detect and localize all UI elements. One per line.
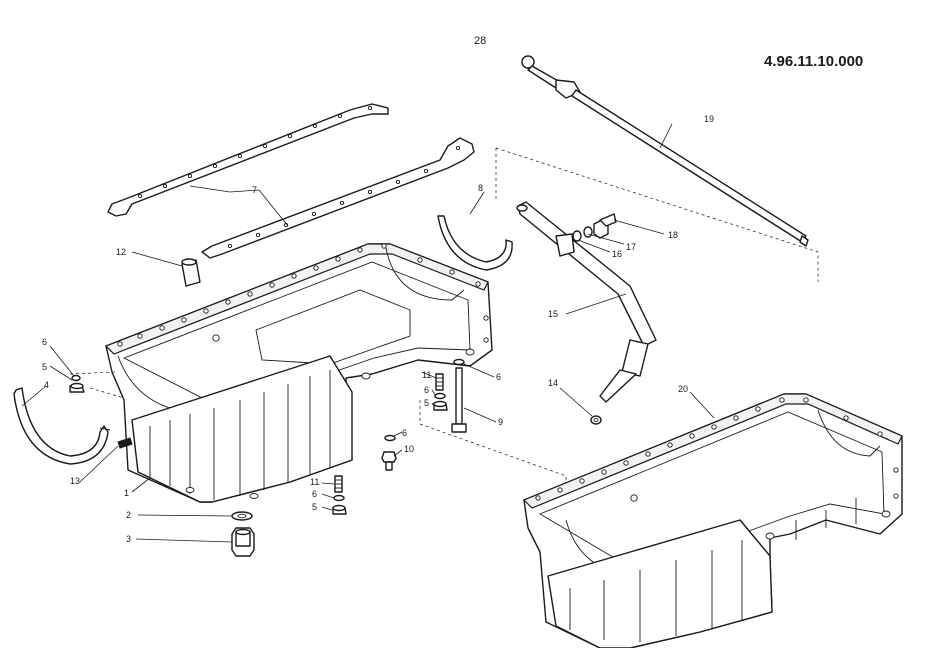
nut-left [69,382,85,393]
gasket-strip-lower [201,137,475,259]
callout-6-left: 6 [42,337,47,347]
seal-ring [590,415,602,425]
washer-lower [333,494,345,502]
callout-12: 12 [116,247,126,257]
washer-right [434,392,446,400]
callout-6-bolt-long: 6 [496,372,501,382]
gasket-strip-upper [107,103,389,217]
dipstick [521,55,809,247]
sleeve [181,258,201,287]
callout-9: 9 [498,417,503,427]
callouts: 1 2 3 4 5 6 7 8 9 10 11 12 13 14 15 16 1… [42,114,714,544]
callout-3: 3 [126,534,131,544]
washer-bolt-long [453,358,465,366]
callout-5-right: 5 [424,398,429,408]
page-mark: 28 [474,35,486,47]
washer-bolt-short [384,434,396,442]
drain-plug-washer [231,511,253,521]
callout-6-right: 6 [424,385,429,395]
callout-5-lower: 5 [312,502,317,512]
callout-15: 15 [548,309,558,319]
callout-18: 18 [668,230,678,240]
nut-lower [332,504,347,515]
callout-10: 10 [404,444,414,454]
o-ring [572,230,582,242]
callout-19: 19 [704,114,714,124]
callout-11-right: 11 [422,370,431,380]
assembly-outline-left [69,371,125,399]
banjo-bolt [593,213,617,239]
stud-lower [334,475,343,493]
nut-right [433,400,448,411]
callout-13: 13 [70,476,80,486]
callout-20: 20 [678,384,688,394]
front-seal-half-ring [13,387,111,465]
dowel-pin [117,437,133,449]
washer-left [71,374,81,382]
dipstick-guide-tube [516,201,657,403]
assembly-outline-dipstick [419,147,819,486]
callout-1: 1 [124,488,129,498]
drain-plug [231,527,255,557]
callout-6-lower: 6 [312,489,317,499]
callout-6-bolt-short: 6 [402,428,407,438]
oil-pan-alternative [522,393,903,648]
callout-14: 14 [548,378,558,388]
bolt-long [451,367,467,433]
callout-11-lower: 11 [310,477,319,487]
callout-4: 4 [44,380,49,390]
callout-8: 8 [478,183,483,193]
sealing-washer [583,226,593,238]
callout-17: 17 [626,242,636,252]
drawing-code: 4.96.11.10.000 [764,53,863,70]
rear-seal-half-ring [437,215,513,271]
callout-7: 7 [252,185,257,195]
oil-pan-main [104,243,493,503]
callout-16: 16 [612,249,622,259]
leader-lines [21,123,715,543]
stud-right [435,373,444,391]
bolt-short [381,451,397,471]
callout-2: 2 [126,510,131,520]
callout-5-left: 5 [42,362,47,372]
